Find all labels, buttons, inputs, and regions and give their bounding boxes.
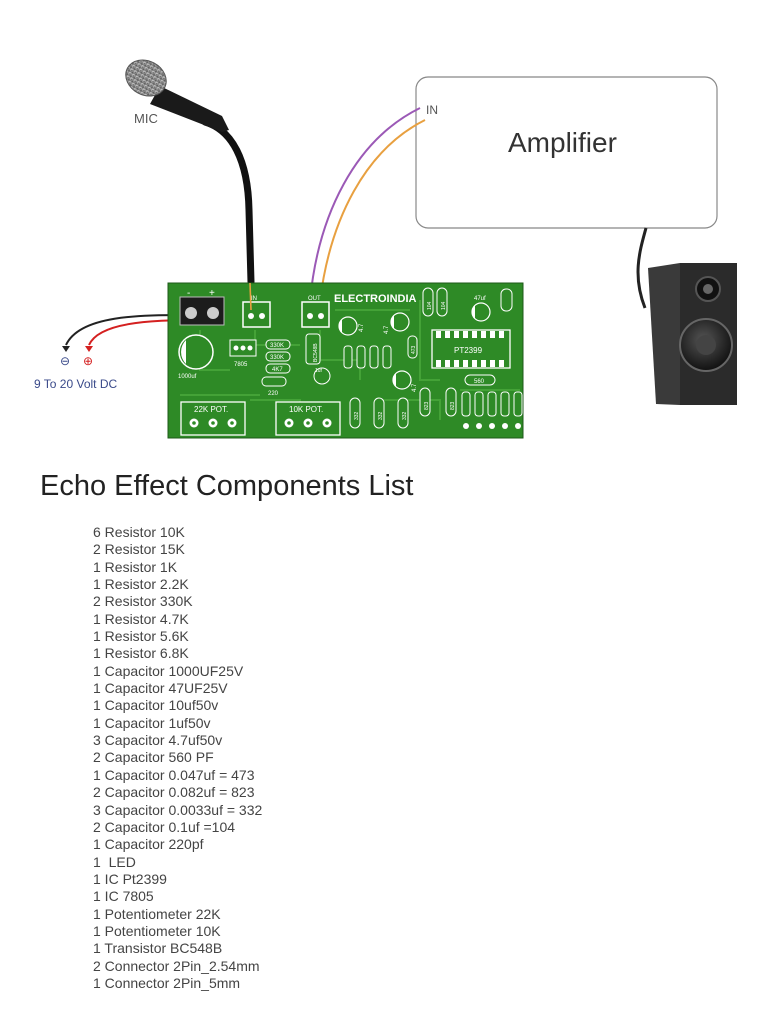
- ic-pt2399-label: PT2399: [454, 346, 483, 355]
- resistor-bank-center: [343, 345, 392, 369]
- component-item: 3 Capacitor 4.7uf50v: [93, 732, 223, 749]
- components-list-title: Echo Effect Components List: [40, 470, 414, 502]
- speaker: [648, 263, 737, 405]
- component-item: 2 Capacitor 560 PF: [93, 749, 214, 766]
- component-item: 1 Resistor 2.2K: [93, 576, 189, 593]
- component-item: 1 Transistor BC548B: [93, 940, 223, 957]
- capacitor-104-b: [436, 287, 448, 317]
- amplifier-input-label: IN: [426, 103, 438, 117]
- component-item: 1 Connector 2Pin_5mm: [93, 974, 241, 991]
- component-item: 1 Resistor 5.6K: [93, 628, 189, 645]
- transistor-bc548b: [305, 333, 321, 365]
- in-connector: [242, 301, 271, 328]
- capacitor-823-b: [445, 387, 457, 417]
- capacitor-1uf-label: 1uf: [315, 368, 323, 374]
- capacitor-332-a: [349, 397, 361, 429]
- resistor-4k7: [265, 363, 291, 374]
- resistor-4k7-label: 4K7: [272, 367, 283, 373]
- mic-head: [125, 59, 167, 97]
- capacitor-332-a-label: 332: [354, 411, 360, 420]
- component-item: 2 Capacitor 0.082uf = 823: [93, 784, 255, 801]
- mic-body: [150, 86, 229, 132]
- ic-pins: [436, 331, 504, 367]
- capacitor-332-c-label: 332: [402, 411, 408, 420]
- component-item: 1 Capacitor 220pf: [93, 836, 204, 853]
- capacitor-1000uf-label: 1000uf: [178, 374, 197, 380]
- capacitor-47uf-label: 47uf: [474, 296, 486, 302]
- power-plus-symbol: ⊕: [83, 354, 93, 368]
- component-item: 2 Resistor 330K: [93, 593, 193, 610]
- output-wire-orange: [319, 119, 426, 302]
- in-connector-label: IN: [251, 296, 257, 302]
- out-connector-label: OUT: [308, 296, 321, 302]
- component-item: 1 Capacitor 1000UF25V: [93, 662, 244, 679]
- component-item: 1 Resistor 6.8K: [93, 645, 189, 662]
- capacitor-473-label: 473: [411, 345, 417, 354]
- transistor-label: BC548B: [313, 343, 319, 362]
- capacitor-473: [407, 335, 418, 359]
- pcb-brand: ELECTROINDIA: [334, 293, 417, 305]
- mic-gooseneck: [201, 118, 255, 286]
- terminal-minus-label: -: [187, 288, 190, 299]
- component-item: 1 Capacitor 47UF25V: [93, 680, 228, 697]
- led: [500, 288, 513, 312]
- component-item: 1 LED: [93, 853, 136, 870]
- resistor-330k-b-label: 330K: [270, 355, 284, 361]
- component-item: 2 Resistor 15K: [93, 541, 185, 558]
- power-minus-symbol: ⊖: [60, 354, 70, 368]
- component-item: 1 Capacitor 1uf50v: [93, 714, 211, 731]
- amplifier-label: Amplifier: [508, 127, 617, 158]
- component-item: 1 Capacitor 10uf50v: [93, 697, 219, 714]
- capacitor-4-7-c-label: 4.7: [412, 383, 418, 392]
- capacitor-4-7-a-label: 4.7: [359, 323, 365, 332]
- resistor-bank-right: [461, 391, 523, 429]
- capacitor-823-a: [419, 387, 431, 417]
- capacitor-1uf: [313, 367, 331, 385]
- microphone: [125, 59, 255, 286]
- capacitor-104-a-label: 104: [427, 301, 433, 310]
- capacitor-332-b: [373, 397, 385, 429]
- capacitor-4-7-b-label: 4.7: [384, 325, 390, 334]
- speaker-cable: [636, 227, 648, 309]
- capacitor-104-b-label: 104: [441, 301, 447, 310]
- capacitor-823-a-label: 823: [424, 401, 430, 410]
- capacitor-1000uf: [178, 334, 214, 370]
- potentiometer-22k-label: 22K POT.: [194, 405, 228, 414]
- resistor-330k-a-label: 330K: [270, 343, 284, 349]
- component-item: 6 Resistor 10K: [93, 524, 185, 540]
- capacitor-332-c: [397, 397, 409, 429]
- resistor-330k-a: [265, 339, 291, 350]
- capacitor-104-a: [422, 287, 434, 317]
- capacitor-823-b-label: 823: [450, 401, 456, 410]
- component-item: 3 Capacitor 0.0033uf = 332: [93, 801, 263, 818]
- component-item: 1 IC Pt2399: [93, 870, 167, 887]
- component-item: 1 Potentiometer 10K: [93, 922, 221, 939]
- echo-circuit-diagram: MIC Amplifier IN ⊖ ⊕ 9 To 20 Volt DC: [34, 59, 737, 439]
- resistor-220-label: 220: [268, 391, 279, 397]
- amplifier-box: [415, 76, 718, 229]
- component-item: 1 Resistor 4.7K: [93, 610, 189, 627]
- speaker-side: [648, 263, 680, 405]
- out-connector: [301, 301, 330, 328]
- output-wire-purple: [309, 107, 421, 302]
- capacitor-332-b-label: 332: [378, 411, 384, 420]
- resistor-330k-b: [265, 351, 291, 362]
- resistor-220: [261, 376, 287, 387]
- pcb-board: - + IN OUT ELECTROINDIA 1000uf 7805 330K…: [167, 282, 524, 439]
- capacitor-560: [464, 374, 496, 386]
- mic-label: MIC: [134, 111, 158, 126]
- component-item: 1 IC 7805: [93, 888, 154, 905]
- potentiometer-10k-label: 10K POT.: [289, 405, 323, 414]
- power-label: 9 To 20 Volt DC: [34, 377, 117, 391]
- capacitor-560-label: 560: [474, 379, 485, 385]
- component-item: 1 Potentiometer 22K: [93, 905, 221, 922]
- component-item: 2 Connector 2Pin_2.54mm: [93, 957, 260, 974]
- regulator-7805-label: 7805: [234, 362, 248, 368]
- terminal-plus-label: +: [209, 288, 215, 299]
- component-item: 2 Capacitor 0.1uf =104: [93, 818, 236, 835]
- component-item: 1 Resistor 1K: [93, 558, 178, 575]
- component-item: 1 Capacitor 0.047uf = 473: [93, 766, 255, 783]
